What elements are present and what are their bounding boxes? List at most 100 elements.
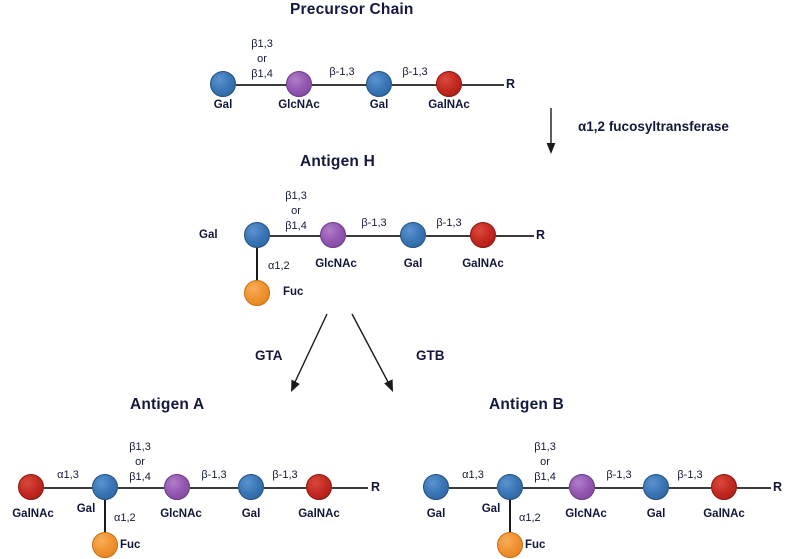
precursor-linkage-3: β-1,3 bbox=[402, 66, 428, 78]
antigen-h-bond-3 bbox=[426, 235, 472, 237]
antigen-a-residue-galnac bbox=[306, 474, 332, 500]
antigen-h-label-galnac: GalNAc bbox=[462, 258, 504, 270]
antigen-a-bond-2 bbox=[190, 487, 238, 489]
antigen-h-residue-glcnac bbox=[320, 222, 346, 248]
antigen-b-label-gal-2: Gal bbox=[646, 508, 666, 520]
antigen-h-terminus-r: R bbox=[536, 228, 546, 242]
antigen-b-linkage-3: β-1,3 bbox=[677, 469, 703, 481]
precursor-bond-3 bbox=[392, 84, 442, 86]
antigen-a-residue-fuc bbox=[92, 532, 118, 558]
antigen-a-residue-gal-2 bbox=[238, 474, 264, 500]
antigen-h-label-gal-1: Gal bbox=[199, 229, 218, 241]
antigen-b-label-fuc: Fuc bbox=[525, 539, 546, 551]
antigen-a-label-galnac-term: GalNAc bbox=[12, 508, 54, 520]
antigen-b-residue-gal-term bbox=[423, 474, 449, 500]
antigen-a-label-gal-1: Gal bbox=[76, 503, 96, 515]
precursor-residue-glcnac bbox=[286, 71, 312, 97]
antigen-a-linkage-1-b13: β1,3 bbox=[129, 441, 151, 453]
antigen-b-bond-3 bbox=[669, 487, 711, 489]
antigen-b-title: Antigen B bbox=[489, 396, 564, 413]
antigen-h-linkage-3: β-1,3 bbox=[436, 217, 462, 229]
antigen-b-linkage-fuc: α1,2 bbox=[519, 512, 541, 524]
antigen-h-residue-galnac bbox=[470, 222, 496, 248]
antigen-h-residue-fuc bbox=[244, 280, 270, 306]
precursor-linkage-1-or: or bbox=[257, 53, 267, 65]
antigen-h-bond-fuc bbox=[256, 248, 258, 282]
antigen-b-linkage-2: β-1,3 bbox=[606, 469, 632, 481]
antigen-b-linkage-1-b13: β1,3 bbox=[534, 441, 556, 453]
precursor-label-gal-2: Gal bbox=[369, 99, 389, 111]
antigen-b-bond-terminus bbox=[737, 487, 771, 489]
precursor-chain-title: Precursor Chain bbox=[290, 1, 414, 18]
precursor-label-gal-1: Gal bbox=[213, 99, 233, 111]
antigen-b-label-gal-1: Gal bbox=[481, 503, 501, 515]
antigen-a-bond-terminus bbox=[332, 487, 368, 489]
antigen-a-bond-3 bbox=[264, 487, 306, 489]
antigen-h-linkage-1-or: or bbox=[291, 205, 301, 217]
antigen-b-residue-gal-1 bbox=[497, 474, 523, 500]
antigen-b-residue-fuc bbox=[497, 532, 523, 558]
antigen-a-title: Antigen A bbox=[130, 396, 205, 413]
antigen-a-linkage-1-b14: β1,4 bbox=[129, 471, 151, 483]
antigen-h-label-glcnac: GlcNAc bbox=[315, 258, 357, 270]
antigen-a-residue-galnac-term bbox=[18, 474, 44, 500]
antigen-h-residue-gal-2 bbox=[400, 222, 426, 248]
antigen-a-label-fuc: Fuc bbox=[120, 539, 141, 551]
antigen-h-bond-2 bbox=[346, 235, 402, 237]
antigen-h-residue-gal-1 bbox=[244, 222, 270, 248]
precursor-linkage-2: β-1,3 bbox=[329, 66, 355, 78]
antigen-a-linkage-3: β-1,3 bbox=[272, 469, 298, 481]
antigen-a-label-gal-2: Gal bbox=[241, 508, 261, 520]
precursor-linkage-1-b13: β1,3 bbox=[251, 38, 273, 50]
fucosyltransferase-arrow bbox=[546, 108, 556, 154]
enzyme-label-gta: GTA bbox=[255, 348, 283, 363]
antigen-h-title: Antigen H bbox=[300, 153, 375, 170]
antigen-b-linkage-1-b14: β1,4 bbox=[534, 471, 556, 483]
antigen-a-label-glcnac: GlcNAc bbox=[160, 508, 202, 520]
antigen-a-bond-0 bbox=[44, 487, 92, 489]
antigen-b-label-gal-term: Gal bbox=[426, 508, 446, 520]
antigen-h-linkage-fuc: α1,2 bbox=[268, 260, 290, 272]
antigen-a-bond-1 bbox=[118, 487, 164, 489]
antigen-h-bond-terminus bbox=[496, 235, 534, 237]
antigen-h-linkage-1-b14: β1,4 bbox=[285, 220, 307, 232]
antigen-a-terminus-r: R bbox=[371, 480, 381, 494]
antigen-b-linkage-0: α1,3 bbox=[462, 469, 484, 481]
antigen-a-residue-gal-1 bbox=[92, 474, 118, 500]
antigen-a-bond-fuc bbox=[104, 500, 106, 534]
antigen-b-bond-1 bbox=[523, 487, 569, 489]
antigen-h-linkage-2: β-1,3 bbox=[361, 217, 387, 229]
antigen-b-bond-0 bbox=[449, 487, 497, 489]
antigen-b-terminus-r: R bbox=[773, 480, 783, 494]
antigen-b-label-glcnac: GlcNAc bbox=[565, 508, 607, 520]
antigen-h-label-gal-2: Gal bbox=[403, 258, 423, 270]
antigen-a-label-galnac: GalNAc bbox=[298, 508, 340, 520]
antigen-b-bond-2 bbox=[595, 487, 643, 489]
precursor-bond-1 bbox=[236, 84, 292, 86]
antigen-b-residue-gal-2 bbox=[643, 474, 669, 500]
enzyme-label-fucosyltransferase: α1,2 fucosyltransferase bbox=[578, 119, 729, 134]
precursor-residue-galnac bbox=[436, 71, 462, 97]
precursor-linkage-1-b14: β1,4 bbox=[251, 68, 273, 80]
gtb-arrow bbox=[351, 313, 393, 392]
antigen-b-linkage-1-or: or bbox=[540, 456, 550, 468]
antigen-b-residue-galnac bbox=[711, 474, 737, 500]
precursor-residue-gal-2 bbox=[366, 71, 392, 97]
antigen-h-linkage-1-b13: β1,3 bbox=[285, 190, 307, 202]
antigen-a-linkage-2: β-1,3 bbox=[201, 469, 227, 481]
antigen-a-linkage-fuc: α1,2 bbox=[114, 512, 136, 524]
antigen-h-label-fuc: Fuc bbox=[283, 286, 304, 298]
gta-arrow bbox=[291, 313, 328, 392]
antigen-a-linkage-0: α1,3 bbox=[57, 469, 79, 481]
antigen-a-linkage-1-or: or bbox=[135, 456, 145, 468]
antigen-b-bond-fuc bbox=[509, 500, 511, 534]
precursor-label-galnac: GalNAc bbox=[428, 99, 470, 111]
precursor-residue-gal-1 bbox=[210, 71, 236, 97]
precursor-terminus-r: R bbox=[506, 77, 516, 91]
antigen-a-residue-glcnac bbox=[164, 474, 190, 500]
enzyme-label-gtb: GTB bbox=[416, 348, 445, 363]
precursor-label-glcnac: GlcNAc bbox=[278, 99, 320, 111]
antigen-b-label-galnac: GalNAc bbox=[703, 508, 745, 520]
precursor-bond-2 bbox=[312, 84, 372, 86]
